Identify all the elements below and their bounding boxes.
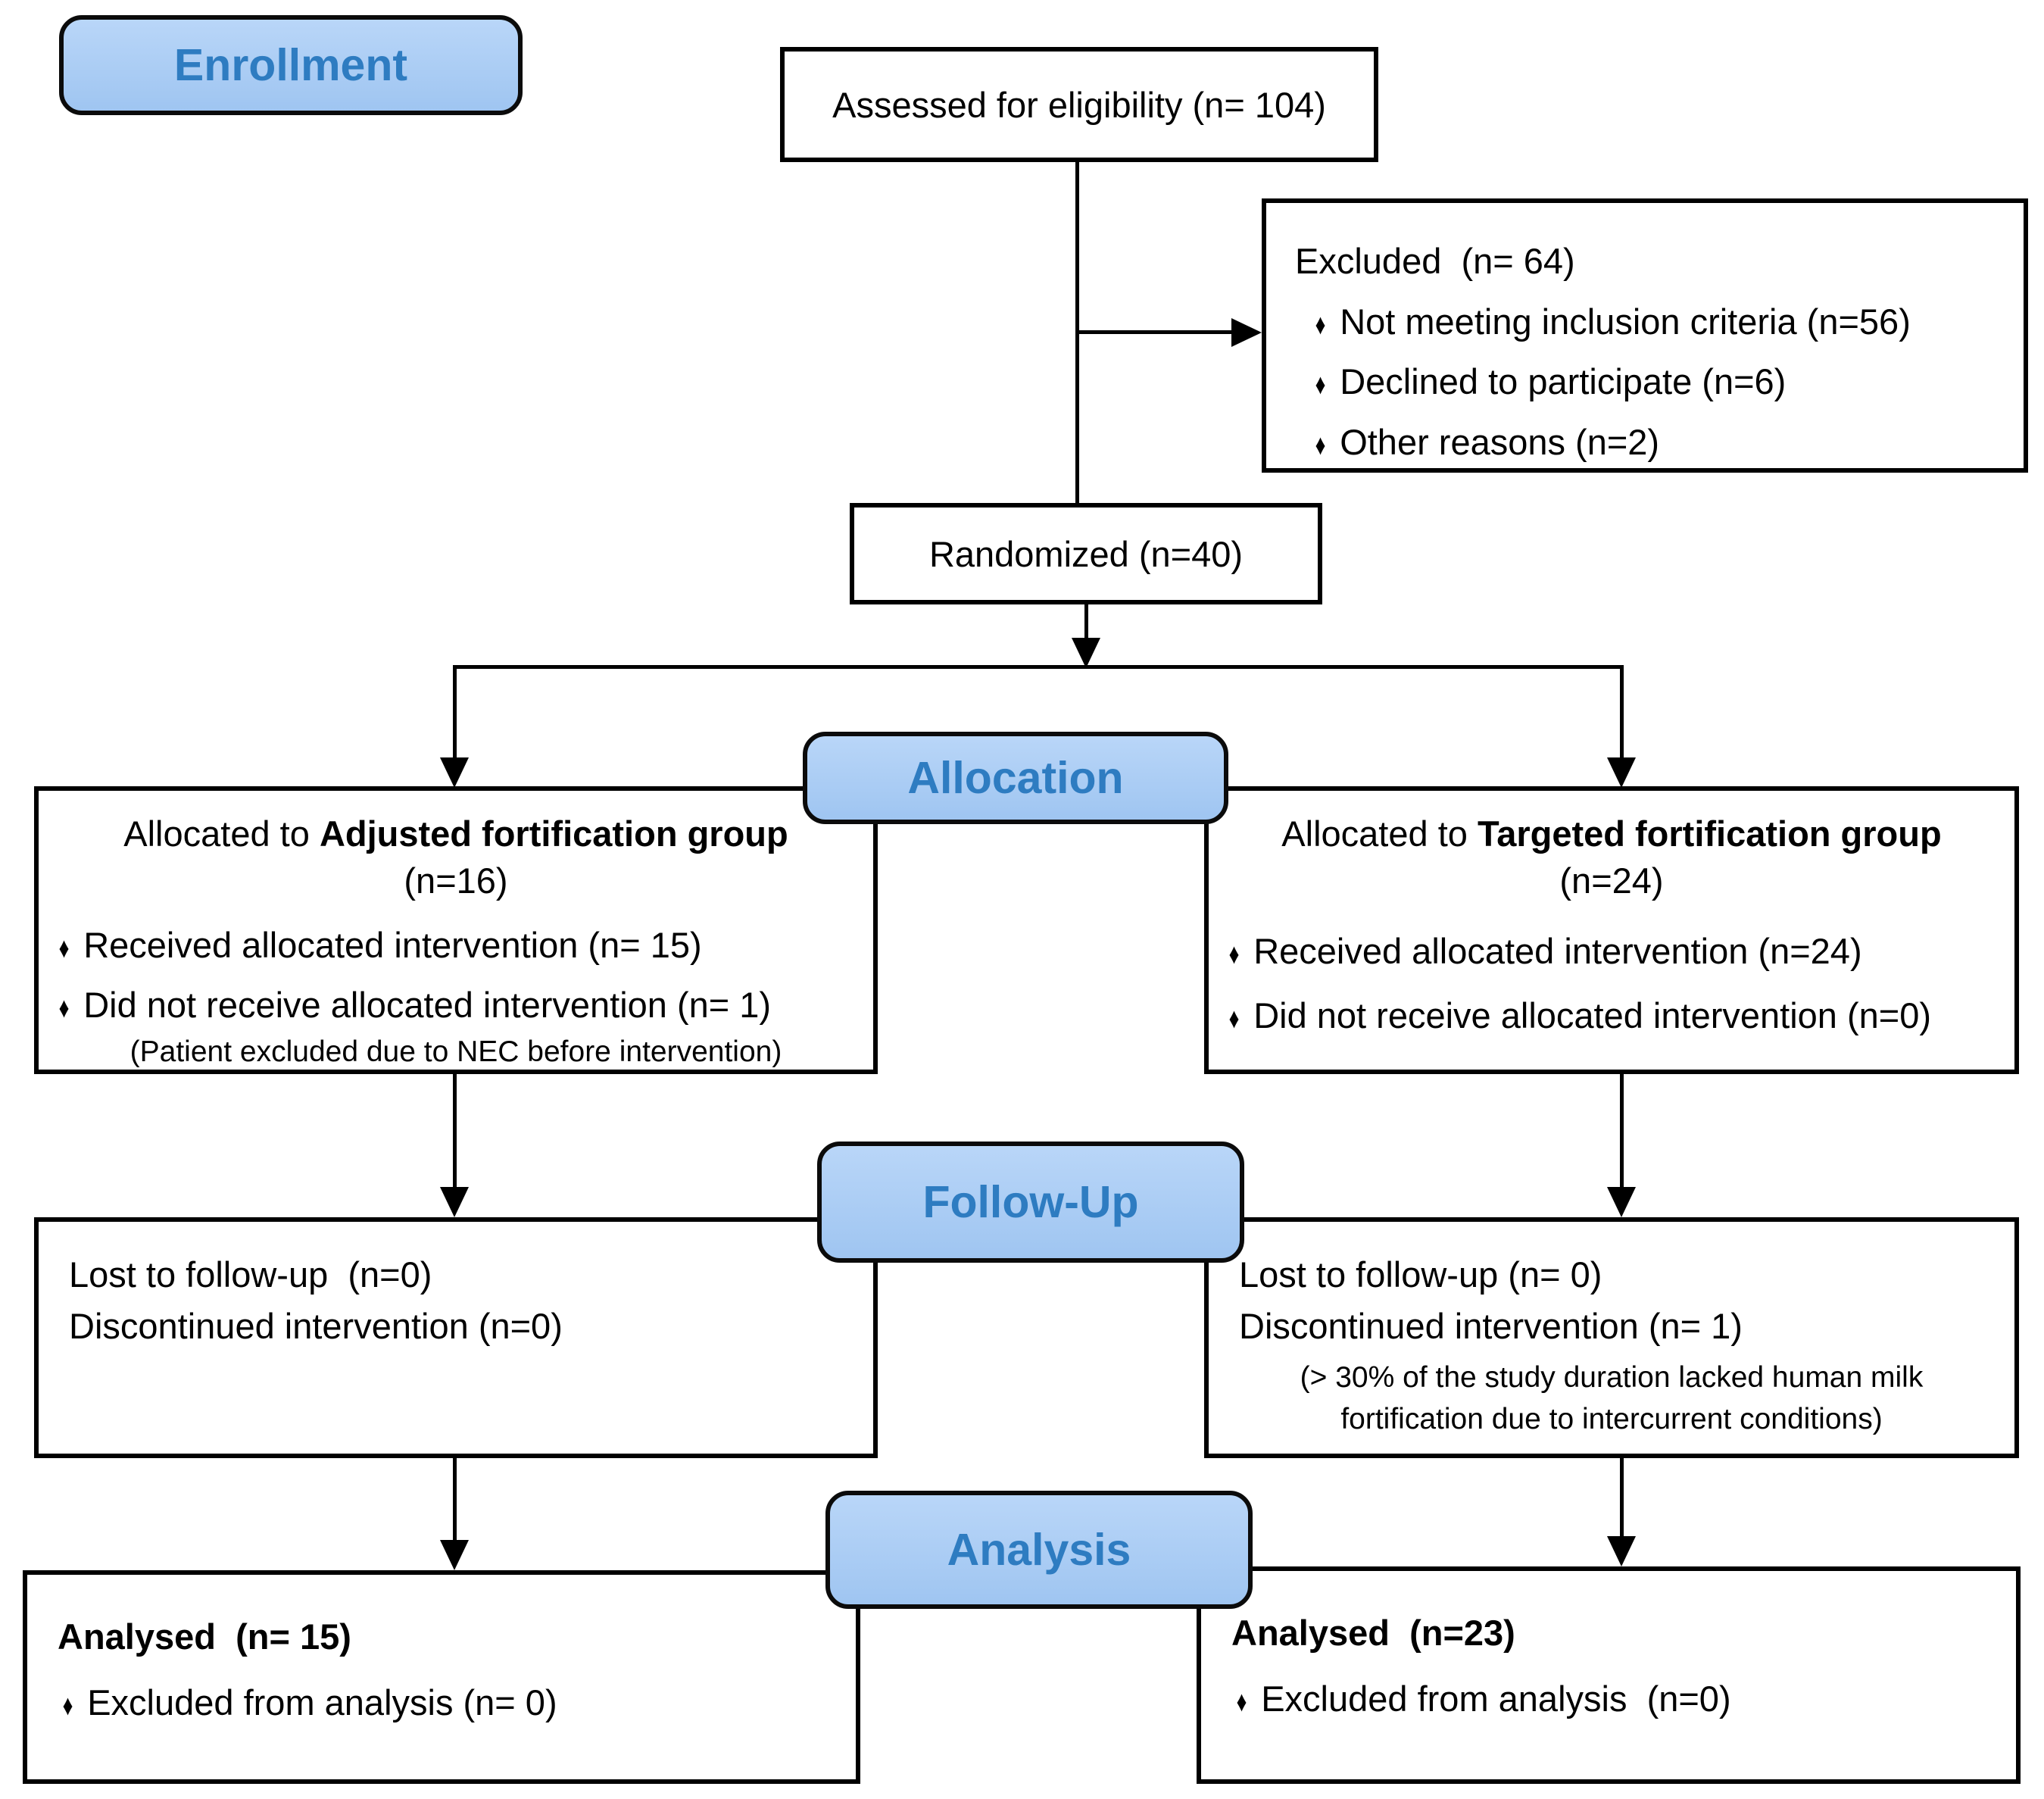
analysis-left-title: Analysed (n= 15): [58, 1616, 351, 1657]
randomized-text: Randomized (n=40): [928, 533, 1244, 574]
excluded-item-text: Not meeting inclusion criteria (n=56): [1340, 301, 1911, 342]
connector-alloc-followup-left: [453, 1074, 457, 1188]
diamond-bullet-icon: ♦: [58, 992, 70, 1024]
arrow-down-icon: [440, 1540, 469, 1570]
allocation-right-list: ♦Received allocated intervention (n=24) …: [1209, 930, 2014, 1036]
connector-branch-alloc-left: [453, 665, 457, 757]
allocation-right-group-name: Targeted fortification group: [1477, 814, 1942, 854]
list-item: ♦ Excluded from analysis (n=0): [1231, 1678, 2016, 1719]
followup-right-line: Lost to follow-up (n= 0): [1239, 1254, 1602, 1295]
followup-left-line: Discontinued intervention (n=0): [69, 1305, 563, 1346]
arrow-down-icon: [1072, 638, 1100, 668]
followup-right-note-line: fortification due to intercurrent condit…: [1340, 1402, 1883, 1435]
allocation-right-title-prefix: Allocated to: [1281, 814, 1478, 854]
list-item: ♦ Not meeting inclusion criteria (n=56): [1313, 295, 2001, 348]
allocation-stage-label: Allocation: [803, 732, 1228, 824]
followup-left-line: Lost to follow-up (n=0): [69, 1254, 432, 1295]
list-item: ♦ Declined to participate (n=6): [1313, 355, 2001, 408]
excluded-title: Excluded (n= 64): [1295, 241, 1575, 281]
randomized-box: Randomized (n=40): [850, 503, 1322, 604]
allocation-right-n: (n=24): [1559, 860, 1664, 901]
analysis-left-item-text: Excluded from analysis (n= 0): [87, 1682, 557, 1722]
connector-followup-analysis-left: [453, 1458, 457, 1541]
arrow-right-icon: [1231, 318, 1262, 347]
enrollment-stage-text: Enrollment: [173, 40, 408, 90]
enrollment-stage-label: Enrollment: [59, 15, 523, 115]
arrow-down-icon: [1607, 1536, 1636, 1566]
arrow-down-icon: [1607, 1187, 1636, 1217]
analysis-stage-label: Analysis: [825, 1491, 1253, 1609]
allocation-right-box: Allocated to Targeted fortification grou…: [1204, 786, 2019, 1074]
allocation-stage-text: Allocation: [907, 753, 1124, 803]
followup-left-box: Lost to follow-up (n=0) Discontinued int…: [34, 1217, 878, 1458]
followup-stage-label: Follow-Up: [817, 1142, 1244, 1263]
assessed-box: Assessed for eligibility (n= 104): [780, 47, 1378, 162]
arrow-down-icon: [1607, 757, 1636, 788]
list-item: ♦ Did not receive allocated intervention …: [57, 984, 873, 1026]
allocation-left-n: (n=16): [404, 860, 508, 901]
analysis-left-box: Analysed (n= 15) ♦ Excluded from analysis…: [23, 1570, 860, 1784]
list-item: ♦ Received allocated intervention (n= 15): [57, 924, 873, 966]
followup-right-note-line: (> 30% of the study duration lacked huma…: [1300, 1361, 1924, 1395]
diamond-bullet-icon: ♦: [1228, 1002, 1240, 1035]
diamond-bullet-icon: ♦: [1236, 1685, 1247, 1717]
arrow-down-icon: [440, 1187, 469, 1217]
excluded-item-text: Declined to participate (n=6): [1340, 361, 1787, 402]
excluded-box: Excluded (n= 64) ♦ Not meeting inclusion …: [1262, 198, 2028, 473]
excluded-list: ♦ Not meeting inclusion criteria (n=56) ♦…: [1295, 295, 2001, 469]
allocation-left-box: Allocated to Adjusted fortification grou…: [34, 786, 878, 1074]
followup-right-note: (> 30% of the study duration lacked huma…: [1209, 1357, 2014, 1440]
allocation-left-group-name: Adjusted fortification group: [319, 814, 788, 854]
list-item: ♦ Excluded from analysis (n= 0): [58, 1682, 856, 1723]
analysis-stage-text: Analysis: [947, 1525, 1131, 1575]
allocation-left-note: (Patient excluded due to NEC before inte…: [130, 1035, 782, 1069]
diamond-bullet-icon: ♦: [1315, 308, 1326, 340]
assessed-text: Assessed for eligibility (n= 104): [832, 84, 1326, 125]
list-item: ♦ Other reasons (n=2): [1313, 416, 2001, 469]
diamond-bullet-icon: ♦: [1228, 938, 1240, 970]
diamond-bullet-icon: ♦: [62, 1689, 73, 1721]
connector-excluded-branch: [1075, 330, 1231, 334]
diamond-bullet-icon: ♦: [58, 932, 70, 964]
connector-followup-analysis-right: [1620, 1458, 1624, 1538]
connector-alloc-followup-right: [1620, 1074, 1624, 1188]
diamond-bullet-icon: ♦: [1315, 368, 1326, 401]
arrow-down-icon: [440, 757, 469, 788]
allocation-right-title: Allocated to Targeted fortification grou…: [1209, 810, 2014, 857]
connector-branch-alloc-right: [1620, 665, 1624, 757]
allocation-left-item-text: Received allocated intervention (n= 15): [83, 925, 702, 966]
allocation-left-item-text: Did not receive allocated intervention (…: [83, 985, 772, 1026]
diamond-bullet-icon: ♦: [1315, 428, 1326, 461]
connector-randomized-branch: [1084, 604, 1088, 639]
branch-line: [453, 665, 1624, 669]
followup-right-line: Discontinued intervention (n= 1): [1239, 1305, 1743, 1346]
allocation-right-item-text: Did not receive allocated intervention (…: [1253, 995, 1932, 1036]
analysis-right-title: Analysed (n=23): [1231, 1613, 1515, 1653]
followup-right-box: Lost to follow-up (n= 0) Discontinued in…: [1204, 1217, 2019, 1458]
list-item: ♦ Did not receive allocated intervention …: [1227, 995, 2014, 1036]
followup-stage-text: Follow-Up: [922, 1177, 1139, 1227]
allocation-right-item-text: Received allocated intervention (n=24): [1253, 931, 1862, 972]
allocation-left-list: ♦ Received allocated intervention (n= 15)…: [39, 924, 873, 1026]
allocation-left-title-prefix: Allocated to: [123, 814, 320, 854]
analysis-right-box: Analysed (n=23) ♦ Excluded from analysis …: [1197, 1566, 2021, 1784]
list-item: ♦ Received allocated intervention (n=24): [1227, 930, 2014, 972]
excluded-item-text: Other reasons (n=2): [1340, 421, 1660, 462]
allocation-left-title: Allocated to Adjusted fortification grou…: [39, 810, 873, 857]
analysis-right-item-text: Excluded from analysis (n=0): [1261, 1679, 1731, 1719]
